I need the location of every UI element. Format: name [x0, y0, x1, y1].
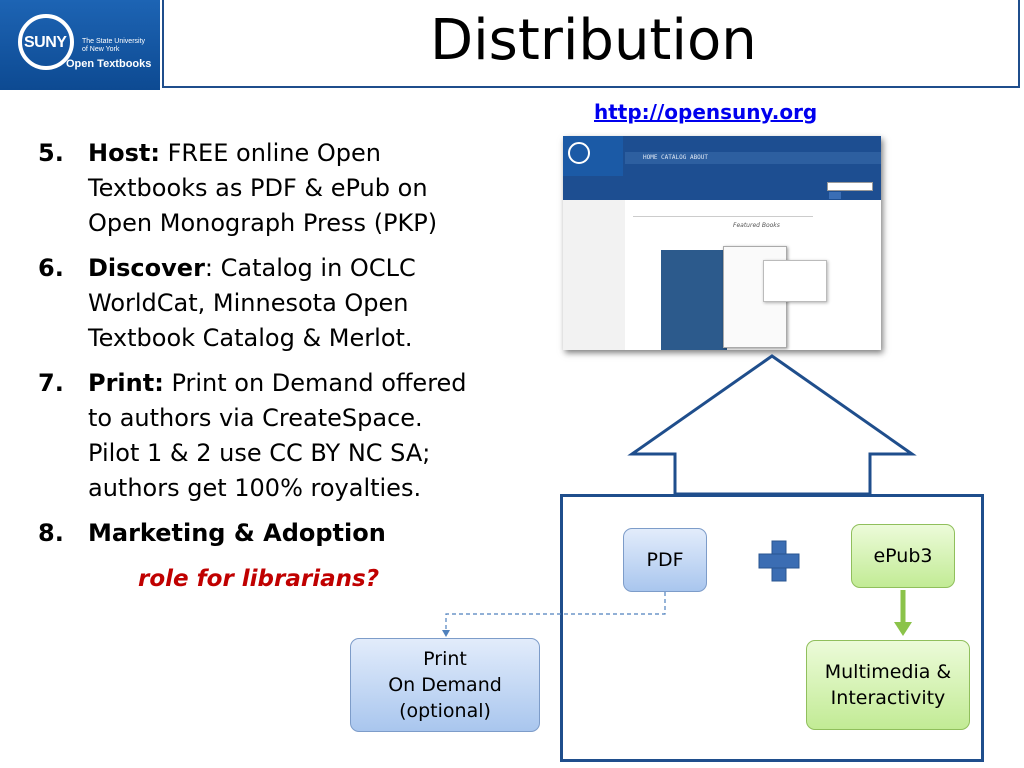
- multimedia-node: Multimedia & Interactivity: [806, 640, 970, 730]
- screenshot-nav: [625, 152, 881, 164]
- screenshot-nav-text: HOME CATALOG ABOUT: [643, 154, 709, 161]
- list-item: 5. Host: FREE online Open Textbooks as P…: [38, 139, 438, 237]
- opensuny-link[interactable]: http://opensuny.org: [594, 100, 818, 124]
- logo-ring-icon: [18, 14, 74, 70]
- dashed-connector: [442, 592, 666, 637]
- screenshot-go-button: [829, 192, 841, 199]
- screenshot-divider: [633, 216, 813, 217]
- screenshot-featured-label: Featured Books: [733, 222, 780, 229]
- screenshot-sidebar: [563, 200, 625, 350]
- up-arrow-icon: [627, 354, 917, 496]
- logo-open-textbooks: Open Textbooks: [66, 58, 152, 70]
- green-down-arrow-icon: [894, 590, 912, 636]
- distribution-list: 5. Host: FREE online Open Textbooks as P…: [38, 136, 478, 561]
- list-item: 7. Print: Print on Demand offered to aut…: [38, 369, 467, 502]
- print-on-demand-node: Print On Demand (optional): [350, 638, 540, 732]
- website-screenshot: HOME CATALOG ABOUT Featured Books: [563, 136, 881, 350]
- title-frame: [162, 0, 1020, 88]
- plus-icon: [758, 540, 800, 582]
- slide-title: Distribution: [430, 8, 757, 73]
- epub-node: ePub3: [851, 524, 955, 588]
- list-item: 6. Discover: Catalog in OCLC WorldCat, M…: [38, 254, 416, 352]
- list-item: 8. Marketing & Adoption: [38, 519, 386, 547]
- screenshot-logo: [563, 136, 623, 176]
- pdf-node: PDF: [623, 528, 707, 592]
- screenshot-search-box: [827, 182, 873, 191]
- suny-logo: SUNY The State University of New York Op…: [0, 0, 160, 90]
- screenshot-book-cover: [661, 250, 727, 350]
- logo-word: SUNY: [24, 34, 67, 51]
- logo-subtitle: The State University of New York: [82, 38, 146, 53]
- librarian-role-note: role for librarians?: [138, 566, 380, 592]
- screenshot-book-popup: [763, 260, 827, 302]
